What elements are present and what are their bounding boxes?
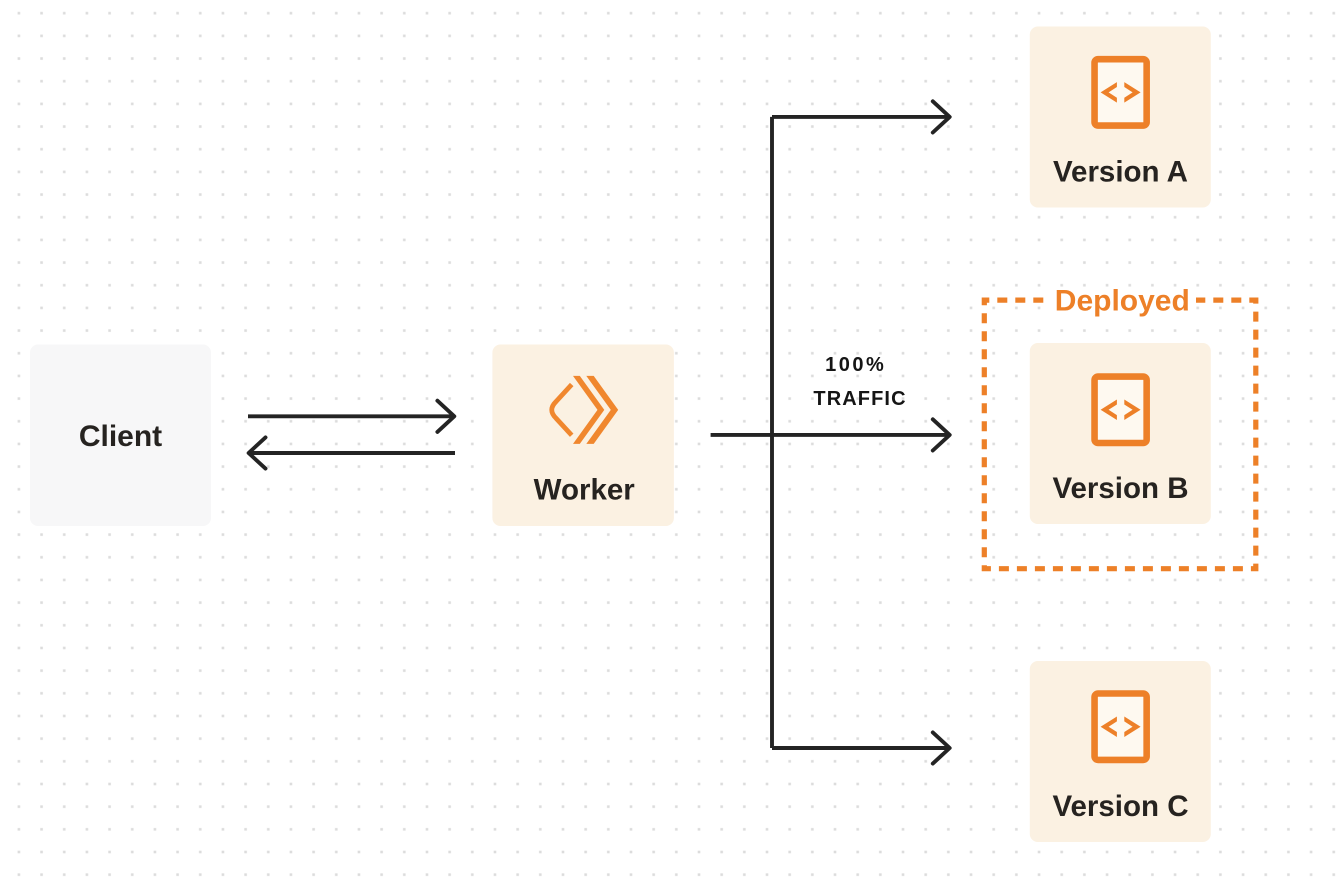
svg-text:Version A: Version A	[1053, 155, 1188, 188]
svg-text:100%: 100%	[825, 354, 886, 376]
svg-text:Deployed: Deployed	[1055, 285, 1190, 318]
svg-text:Version B: Version B	[1052, 472, 1188, 505]
svg-text:Worker: Worker	[534, 473, 636, 506]
svg-text:TRAFFIC: TRAFFIC	[813, 388, 906, 410]
svg-text:Version C: Version C	[1052, 790, 1188, 823]
svg-text:Client: Client	[79, 420, 162, 453]
